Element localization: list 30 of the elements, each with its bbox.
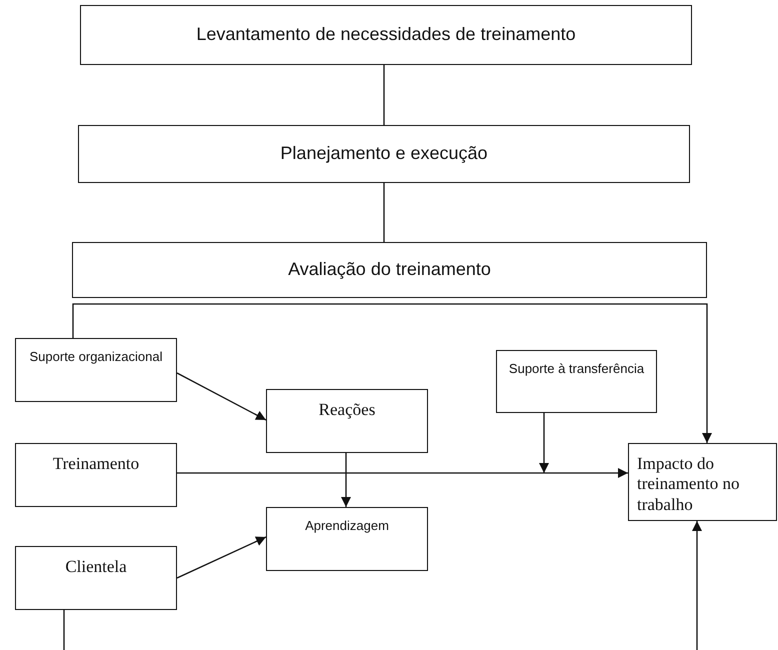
process-box	[628, 443, 777, 521]
box-label: Levantamento de necessidades de treinamento	[196, 24, 576, 46]
box-label: Treinamento	[52, 454, 140, 474]
box-label: Avaliação do treinamento	[288, 259, 491, 281]
process-box	[496, 350, 657, 413]
box-label: Impacto do treinamento no trabalho	[637, 454, 740, 516]
arrow	[176, 372, 266, 421]
process-box	[72, 242, 707, 298]
process-box	[80, 5, 692, 65]
process-box	[78, 125, 690, 183]
box-label: Clientela	[65, 557, 127, 578]
box-label: Planejamento e execução	[280, 143, 488, 165]
connector-line	[383, 183, 385, 242]
arrow	[176, 536, 266, 579]
arrow	[341, 453, 351, 507]
box-label: Suporte à transferência	[508, 361, 644, 377]
connector-line	[383, 65, 385, 125]
process-box	[266, 389, 428, 453]
box-label: Reações	[318, 400, 376, 420]
process-box	[15, 338, 177, 402]
box-label: Aprendizagem	[305, 518, 389, 534]
process-box	[266, 507, 428, 571]
arrow	[539, 413, 549, 473]
arrow	[72, 303, 712, 443]
process-box	[15, 546, 177, 610]
box-label: Suporte organizacional	[30, 349, 162, 365]
connector-line	[63, 610, 65, 650]
arrow	[692, 521, 702, 650]
process-box	[15, 443, 177, 507]
arrow	[177, 468, 628, 478]
